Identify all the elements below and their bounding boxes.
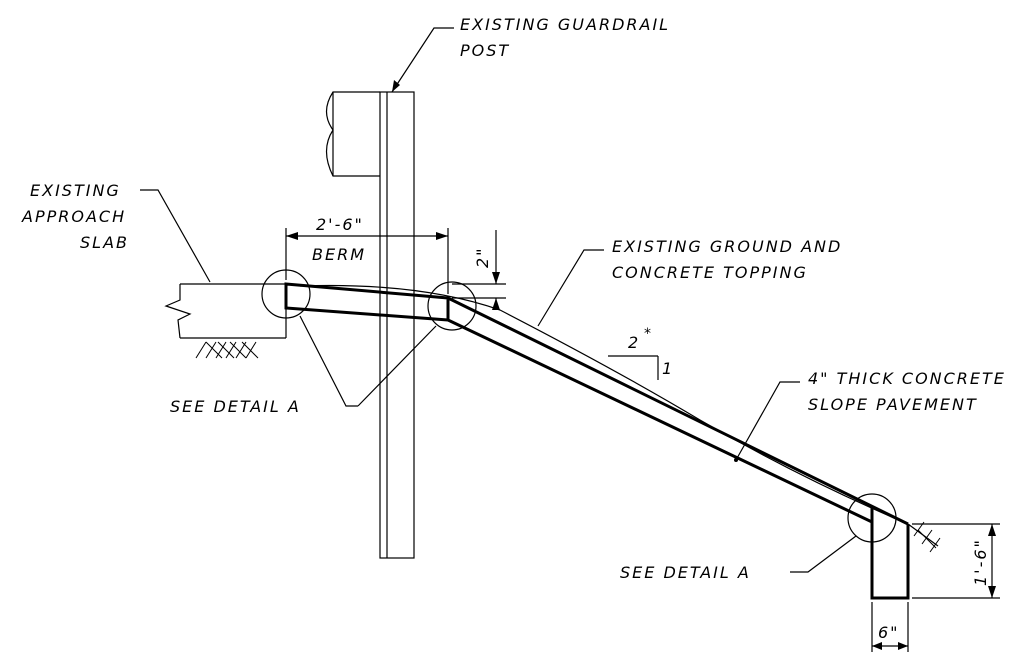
pavement-label-line2: SLOPE PAVEMENT (808, 395, 978, 414)
slope-run-value: 2 (628, 333, 640, 352)
ground-label-line1: EXISTING GROUND AND (612, 237, 842, 256)
toe-width-dimension (871, 602, 909, 652)
guardrail-rail (325, 91, 380, 177)
slab-label-line3: SLAB (80, 233, 129, 252)
guardrail-label-line1: EXISTING GUARDRAIL (460, 15, 670, 34)
slab-label-line1: EXISTING (30, 181, 121, 200)
slope-star: * (644, 326, 653, 342)
rise-dimension (452, 230, 506, 310)
toe-height-value: 1'-6" (971, 538, 990, 586)
slab-label-line2: APPROACH (21, 207, 126, 226)
ground-hatch-right (907, 521, 941, 553)
slope-ratio-symbol (608, 355, 659, 380)
detail-right-label: SEE DETAIL A (620, 563, 751, 582)
berm-label: BERM (312, 245, 366, 264)
detail-left-leader (299, 315, 437, 407)
existing-ground-line (299, 284, 909, 525)
detail-circle-toe (847, 493, 897, 543)
berm-dimension (285, 228, 449, 294)
detail-left-label: SEE DETAIL A (170, 397, 301, 416)
berm-slab (284, 282, 450, 322)
slope-rise-value: 1 (662, 359, 674, 378)
guardrail-leader (391, 27, 454, 93)
ground-label-line2: CONCRETE TOPPING (612, 263, 808, 282)
berm-dimension-value: 2'-6" (316, 215, 364, 234)
detail-circle-berm (427, 281, 477, 331)
slope-pavement (447, 296, 910, 600)
pavement-leader (735, 381, 800, 461)
ground-hatch-left (195, 341, 259, 359)
toe-width-value: 6" (878, 623, 900, 642)
pavement-label-line1: 4" THICK CONCRETE (808, 369, 1006, 388)
rise-dimension-value: 2" (473, 246, 492, 268)
slab-leader (140, 189, 211, 283)
ground-leader (537, 249, 604, 327)
guardrail-label-line2: POST (460, 41, 510, 60)
guardrail-post (379, 91, 415, 559)
detail-right-leader (790, 535, 857, 573)
approach-slab (164, 283, 287, 339)
toe-height-dimension (912, 523, 1000, 599)
